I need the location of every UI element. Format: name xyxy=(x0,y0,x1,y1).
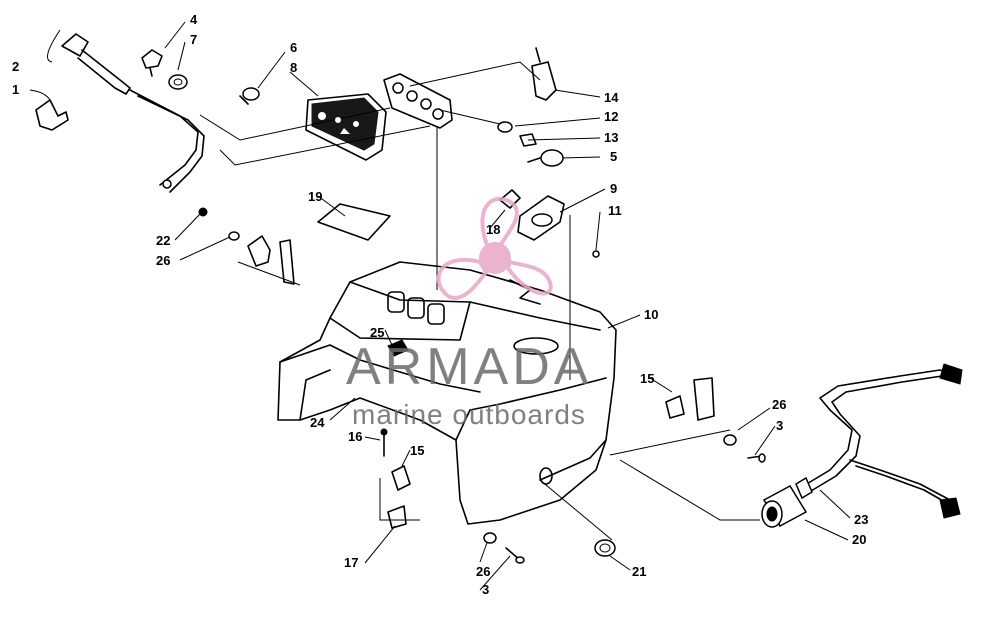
callout-26-b: 26 xyxy=(772,397,786,412)
part-17-bracket xyxy=(387,505,407,529)
callout-2: 2 xyxy=(12,59,19,74)
callout-1: 1 xyxy=(12,82,19,97)
part-2-throttle-lever xyxy=(61,33,205,193)
part-25-fastener xyxy=(387,339,409,357)
part-5-key-switch xyxy=(527,149,564,167)
callout-8: 8 xyxy=(290,60,297,75)
part-3-screw-bottom xyxy=(505,547,525,564)
callout-4: 4 xyxy=(190,12,198,27)
part-11-screw xyxy=(592,250,600,258)
part-18-cap xyxy=(499,189,521,209)
part-26-washer-b xyxy=(723,434,737,446)
part-9-gasket xyxy=(517,195,565,241)
watermark-brand: ARMADA xyxy=(346,338,592,396)
part-15-clip-lower xyxy=(391,465,411,491)
callout-labels: 1 2 4 7 6 8 14 12 13 5 9 11 18 19 22 26 … xyxy=(12,12,868,597)
callout-14: 14 xyxy=(604,90,619,105)
callout-20: 20 xyxy=(852,532,866,547)
callout-24: 24 xyxy=(310,415,325,430)
callout-13: 13 xyxy=(604,130,618,145)
watermark-tagline: marine outboards xyxy=(352,399,586,430)
part-clip-bracket-top xyxy=(247,235,295,285)
part-21-grommet xyxy=(594,539,616,557)
callout-25: 25 xyxy=(370,325,384,340)
part-16-screw xyxy=(380,428,388,457)
callout-11: 11 xyxy=(608,203,622,218)
callout-6: 6 xyxy=(290,40,297,55)
part-15-clip-right xyxy=(665,377,715,421)
callout-3-b: 3 xyxy=(482,582,489,597)
callout-15-a: 15 xyxy=(640,371,654,386)
part-7-nut xyxy=(168,74,188,90)
callout-7: 7 xyxy=(190,32,197,47)
callout-12: 12 xyxy=(604,109,618,124)
callout-26-c: 26 xyxy=(476,564,490,579)
part-20-connector xyxy=(761,485,808,528)
part-4-grommet xyxy=(141,49,163,77)
callout-3-a: 3 xyxy=(776,418,783,433)
leader-lines xyxy=(29,21,851,591)
callout-21: 21 xyxy=(632,564,646,579)
callout-19: 19 xyxy=(308,189,322,204)
callout-26-a: 26 xyxy=(156,253,170,268)
callout-22: 22 xyxy=(156,233,170,248)
part-panel-bracket xyxy=(383,73,453,129)
part-22-screw xyxy=(198,207,208,217)
part-1-bracket xyxy=(35,99,69,131)
part-10-housing xyxy=(277,261,617,525)
callout-18: 18 xyxy=(486,222,500,237)
part-23-harness xyxy=(795,363,963,519)
part-8-switch-plate xyxy=(305,93,387,161)
part-26-washer-c xyxy=(483,532,497,544)
part-19-decal xyxy=(317,203,391,241)
part-12-washer xyxy=(497,121,513,133)
watermark: ARMADA marine outboards xyxy=(346,196,592,430)
callout-15-b: 15 xyxy=(410,443,424,458)
part-13-nut xyxy=(519,133,537,147)
propeller-logo-icon xyxy=(436,196,553,300)
part-14-toggle-switch xyxy=(531,47,557,101)
part-3-screw-right xyxy=(747,453,766,463)
callout-16: 16 xyxy=(348,429,362,444)
callout-9: 9 xyxy=(610,181,617,196)
callout-23: 23 xyxy=(854,512,868,527)
callout-10: 10 xyxy=(644,307,658,322)
callout-5: 5 xyxy=(610,149,617,164)
part-26-washer-a xyxy=(228,231,240,241)
callout-17: 17 xyxy=(344,555,358,570)
part-6-washer xyxy=(239,87,260,105)
